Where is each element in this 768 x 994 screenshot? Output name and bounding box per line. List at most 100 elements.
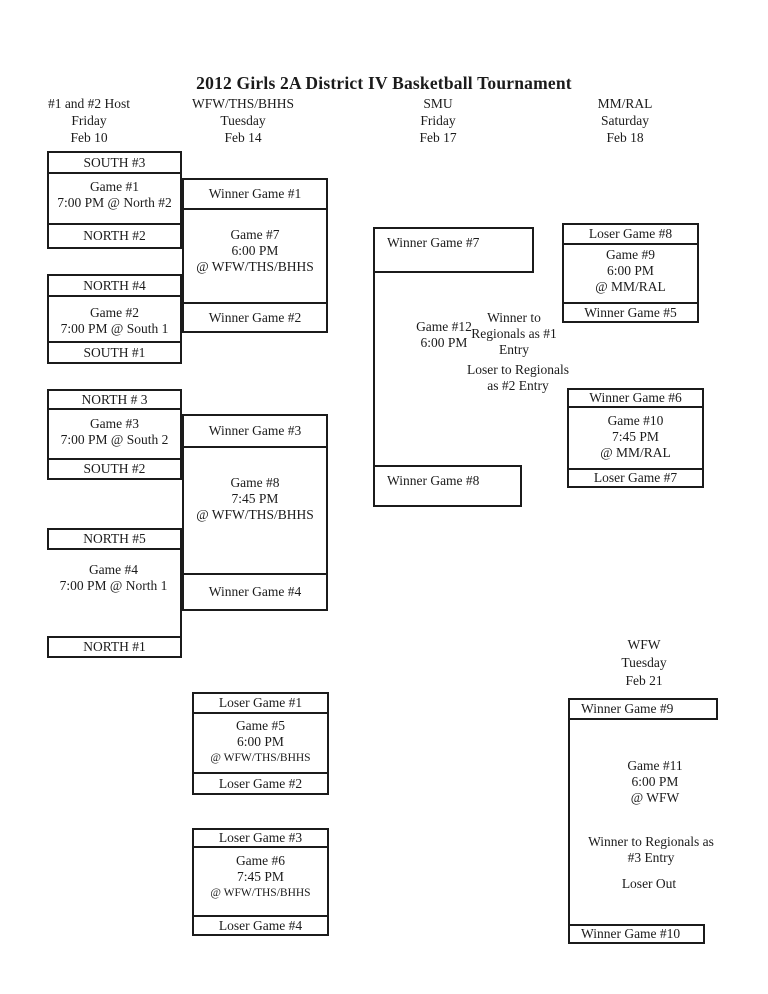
regional1-line1: Winner to [487,310,541,325]
round4-header: MM/RAL Saturday Feb 18 [545,95,705,146]
game7-time: 6:00 PM [231,243,279,258]
seed-box-south1: SOUTH #1 [47,341,182,364]
game12-info: Game #12 6:00 PM [384,319,504,351]
loser-game1-box: Loser Game #1 [192,692,329,714]
game3-info: Game #3 7:00 PM @ South 2 [47,410,182,458]
final-date: Feb 21 [625,673,663,688]
game2-label: Game #2 [89,305,140,320]
game12-label: Game #12 [416,319,472,334]
seed-box-north5: NORTH #5 [47,528,182,550]
game10-site: @ MM/RAL [600,445,671,460]
seed-box-north4: NORTH #4 [47,274,182,297]
game8-info: Game #8 7:45 PM @ WFW/THS/BHHS [182,448,328,573]
regional2-line1: Loser to Regionals [467,362,569,377]
seed-box-north1: NORTH #1 [47,636,182,658]
game7-info: Game #7 6:00 PM @ WFW/THS/BHHS [182,210,328,302]
bracket-connector-game12 [373,273,375,465]
loser-game8-box: Loser Game #8 [562,223,699,245]
loser-game2-box: Loser Game #2 [192,772,329,795]
regional2-note: Loser to Regionals as #2 Entry [438,362,598,394]
regional3-line1: Winner to Regionals as [588,834,714,849]
round1-header: #1 and #2 Host Friday Feb 10 [9,95,169,146]
regional2-line2: as #2 Entry [487,378,549,393]
winner-game7-box: Winner Game #7 [373,227,534,273]
winner-game4-box: Winner Game #4 [182,573,328,611]
game6-info: Game #6 7:45 PM @ WFW/THS/BHHS [192,848,329,915]
game5-info: Game #5 6:00 PM @ WFW/THS/BHHS [192,714,329,772]
game3-time: 7:00 PM @ South 2 [60,432,169,447]
round3-date: Feb 17 [419,130,457,145]
regional1-line3: Entry [499,342,529,357]
game6-label: Game #6 [235,853,286,868]
winner-game9-box: Winner Game #9 [568,698,718,720]
seed-box-south2: SOUTH #2 [47,458,182,480]
loser-game4-box: Loser Game #4 [192,915,329,936]
round4-site: MM/RAL [597,96,653,111]
game2-time: 7:00 PM @ South 1 [60,321,169,336]
final-day: Tuesday [621,655,667,670]
winner-game1-box: Winner Game #1 [182,178,328,210]
game3-label: Game #3 [89,416,140,431]
game9-site: @ MM/RAL [595,279,666,294]
game10-label: Game #10 [607,413,664,428]
winner-game5-box: Winner Game #5 [562,302,699,323]
round1-date: Feb 10 [70,130,108,145]
game10-time: 7:45 PM [612,429,659,444]
round3-header: SMU Friday Feb 17 [358,95,518,146]
game4-info: Game #4 7:00 PM @ North 1 [47,550,182,636]
round2-day: Tuesday [220,113,266,128]
game4-time: 7:00 PM @ North 1 [59,578,168,593]
round2-date: Feb 14 [224,130,262,145]
winner-game2-box: Winner Game #2 [182,302,328,333]
loser-out-note: Loser Out [621,876,677,891]
regional3-note: Winner to Regionals as #3 Entry [571,834,731,866]
loser-game3-box: Loser Game #3 [192,828,329,848]
seed-box-north2: NORTH #2 [47,223,182,249]
game8-time: 7:45 PM [231,491,279,506]
game11-label: Game #11 [627,758,683,773]
game11-time: 6:00 PM [631,774,679,789]
round3-site: SMU [423,96,453,111]
game5-site: @ WFW/THS/BHHS [210,752,311,764]
game9-info: Game #9 6:00 PM @ MM/RAL [562,245,699,302]
game11-site: @ WFW [630,790,680,805]
game7-label: Game #7 [230,227,280,242]
regional1-line2: Regionals as #1 [471,326,557,341]
game12-time: 6:00 PM [420,335,468,350]
game6-time: 7:45 PM [237,869,284,884]
round1-site: #1 and #2 Host [47,96,131,111]
round4-day: Saturday [601,113,649,128]
final-site: WFW [627,637,661,652]
regional3-line2: #3 Entry [627,850,675,865]
game8-label: Game #8 [230,475,280,490]
round1-day: Friday [71,113,107,128]
bracket-connector-game11 [568,720,570,924]
game10-info: Game #10 7:45 PM @ MM/RAL [567,408,704,468]
game9-label: Game #9 [605,247,656,262]
winner-game8-box: Winner Game #8 [373,465,522,507]
game9-time: 6:00 PM [607,263,654,278]
final-round-header: WFW Tuesday Feb 21 [564,636,724,690]
seed-box-south3: SOUTH #3 [47,151,182,174]
game8-site: @ WFW/THS/BHHS [196,507,314,522]
page-title: 2012 Girls 2A District IV Basketball Tou… [196,73,572,93]
winner-game10-box: Winner Game #10 [568,924,705,944]
game7-site: @ WFW/THS/BHHS [196,259,314,274]
game1-time: 7:00 PM @ North #2 [57,195,172,210]
regional1-note: Winner to Regionals as #1 Entry [444,310,584,358]
round2-site: WFW/THS/BHHS [191,96,294,111]
seed-box-north3: NORTH # 3 [47,389,182,410]
game2-info: Game #2 7:00 PM @ South 1 [47,297,182,341]
round4-date: Feb 18 [606,130,644,145]
game1-info: Game #1 7:00 PM @ North #2 [47,174,182,223]
game11-info: Game #11 6:00 PM @ WFW [595,758,715,806]
winner-game6-box: Winner Game #6 [567,388,704,408]
game5-label: Game #5 [235,718,286,733]
winner-game3-box: Winner Game #3 [182,414,328,448]
round3-day: Friday [420,113,456,128]
loser-game7-box: Loser Game #7 [567,468,704,488]
game1-label: Game #1 [89,179,140,194]
round2-header: WFW/THS/BHHS Tuesday Feb 14 [163,95,323,146]
game5-time: 6:00 PM [237,734,284,749]
